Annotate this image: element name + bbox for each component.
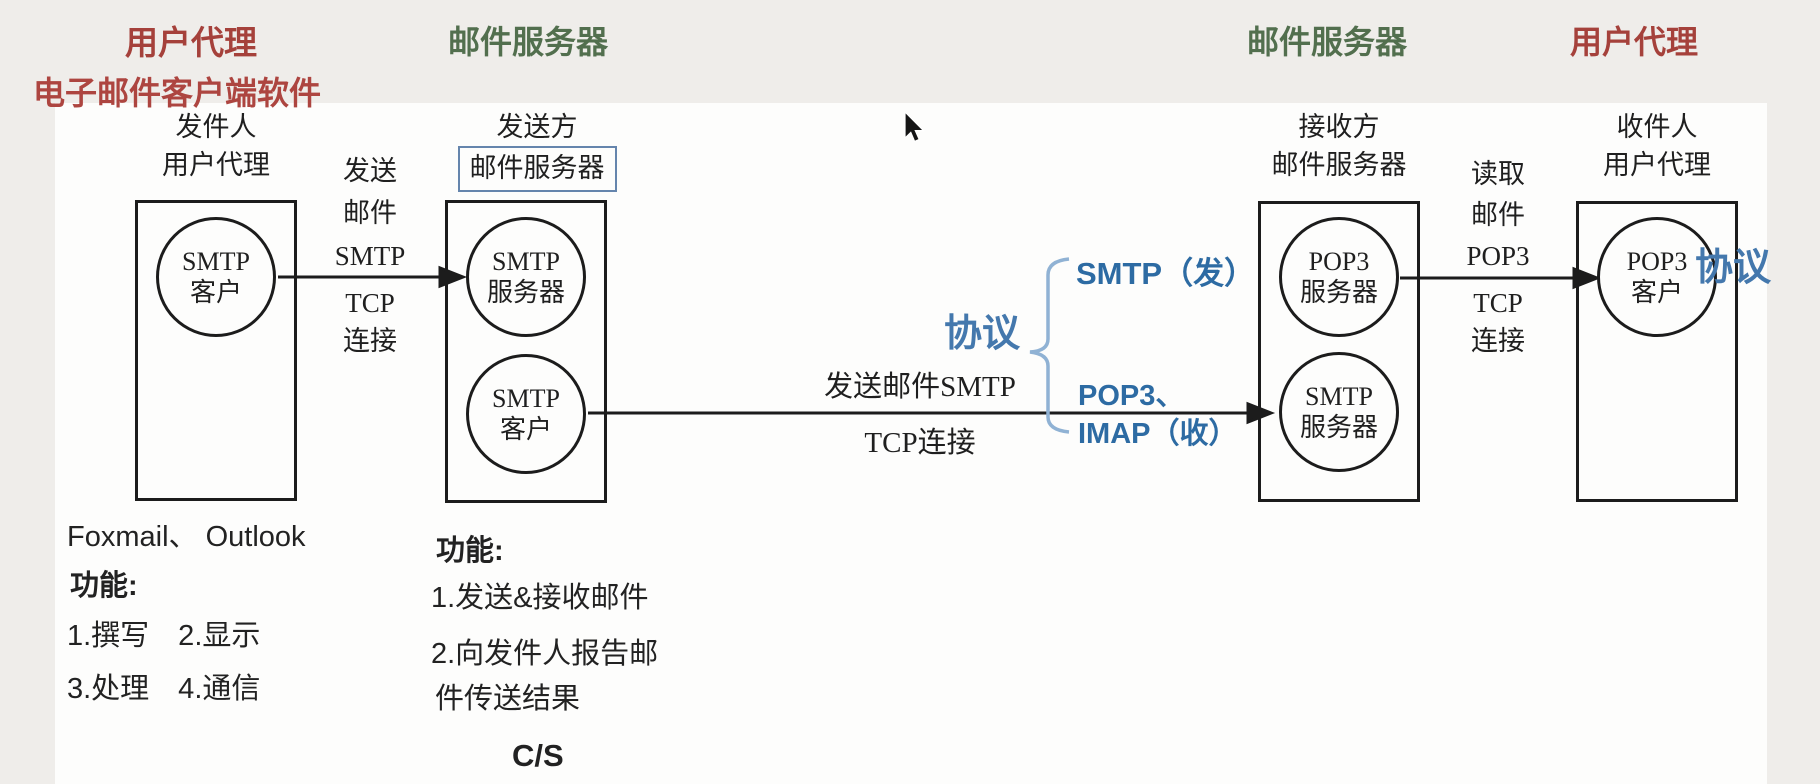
circle-smtp-client-1: SMTP 客户 xyxy=(156,217,276,337)
label-sender-ua: 发件人 用户代理 xyxy=(116,108,316,184)
circle-smtp-server-1: SMTP 服务器 xyxy=(466,217,586,337)
send-stack-word-2: 邮件 xyxy=(343,198,397,228)
header-user-agent-right: 用户代理 xyxy=(1570,24,1699,60)
circle-smtp-server-2: SMTP 服务器 xyxy=(1279,352,1399,472)
header-mail-server-left: 邮件服务器 xyxy=(448,24,609,60)
circle-text: 服务器 xyxy=(486,278,565,307)
circle-text: POP3 xyxy=(1308,246,1370,276)
note-mid-item1: 1.发送&接收邮件 xyxy=(431,582,649,614)
label-receiver-ua: 收件人 用户代理 xyxy=(1557,108,1757,184)
arrowhead-pop3-read xyxy=(1572,266,1602,290)
relay-link-label-tcp: TCP连接 xyxy=(864,427,976,459)
send-stack-word-1: 发送 xyxy=(343,156,397,186)
arrowhead-smtp-send xyxy=(438,265,468,289)
note-email-client: 电子邮件客户端软件 xyxy=(33,75,322,111)
protocol-smtp-send: SMTP（发） xyxy=(1076,256,1256,291)
note-mid-func-title: 功能: xyxy=(436,535,504,567)
arrowhead-smtp-relay xyxy=(1246,401,1276,425)
label-sender-ua-line1: 发件人 xyxy=(175,112,257,142)
note-left-func-title: 功能: xyxy=(70,570,138,602)
note-left-items-3-4: 3.处理 4.通信 xyxy=(67,673,261,705)
header-mail-server-right: 邮件服务器 xyxy=(1247,24,1408,60)
protocol-imap: IMAP（收） xyxy=(1078,418,1238,450)
circle-text: SMTP xyxy=(1305,381,1373,411)
note-cs-label: C/S xyxy=(512,738,564,773)
circle-text: 客户 xyxy=(1630,278,1683,307)
note-apps: Foxmail、 Outlook xyxy=(67,521,306,553)
circle-text: 客户 xyxy=(499,415,552,444)
send-stack-word-4: TCP xyxy=(345,288,395,318)
circle-text: SMTP xyxy=(492,383,560,413)
note-left-items-1-2: 1.撰写 2.显示 xyxy=(67,620,261,652)
label-receiver-ua-line1: 收件人 xyxy=(1616,112,1698,142)
circle-text: 客户 xyxy=(189,278,242,307)
circle-pop3-client: POP3 客户 xyxy=(1597,217,1717,337)
protocol-label: 协议 xyxy=(944,313,1021,355)
protocol-pop3: POP3、 xyxy=(1078,380,1185,412)
label-receiving-server: 接收方 邮件服务器 xyxy=(1239,108,1439,184)
relay-link-label-smtp: 发送邮件SMTP xyxy=(824,371,1016,403)
circle-text: SMTP xyxy=(492,246,560,276)
circle-text: 服务器 xyxy=(1299,413,1378,442)
circle-pop3-server: POP3 服务器 xyxy=(1279,217,1399,337)
label-sending-server: 发送方 邮件服务器 xyxy=(427,108,647,192)
circle-smtp-client-2: SMTP 客户 xyxy=(466,354,586,474)
read-stack-word-2: 邮件 xyxy=(1471,200,1525,230)
read-stack-word-3: POP3 xyxy=(1466,241,1530,271)
label-receiving-server-line1: 接收方 xyxy=(1298,112,1380,142)
note-mid-item2-line1: 2.向发件人报告邮 xyxy=(431,638,659,670)
circle-text: SMTP xyxy=(182,246,250,276)
mouse-cursor-icon xyxy=(904,110,925,143)
note-mid-item2-line2: 件传送结果 xyxy=(435,683,581,715)
box-sender-user-agent xyxy=(135,200,297,501)
protocol-label-right: 协议 xyxy=(1695,247,1772,289)
send-stack-word-3: SMTP xyxy=(334,241,406,271)
read-stack-word-4: TCP xyxy=(1473,288,1523,318)
box-receiving-mail-server xyxy=(1258,201,1420,502)
header-user-agent-left: 用户代理 xyxy=(125,26,257,62)
read-stack-word-5: 连接 xyxy=(1471,326,1525,356)
send-stack-word-5: 连接 xyxy=(343,326,397,356)
circle-text: POP3 xyxy=(1626,246,1688,276)
protocol-brace xyxy=(1029,257,1070,434)
label-receiver-ua-line2: 用户代理 xyxy=(1603,150,1711,180)
label-sender-ua-line2: 用户代理 xyxy=(162,150,270,180)
label-sending-server-line1: 发送方 xyxy=(496,112,578,142)
slide-panel xyxy=(55,103,1767,784)
box-receiver-user-agent xyxy=(1576,201,1738,502)
label-receiving-server-line2: 邮件服务器 xyxy=(1271,150,1407,180)
read-stack-word-1: 读取 xyxy=(1471,159,1525,189)
box-sending-mail-server xyxy=(445,200,607,503)
label-sending-server-line2-highlight-box: 邮件服务器 xyxy=(457,146,617,192)
circle-text: 服务器 xyxy=(1299,278,1378,307)
